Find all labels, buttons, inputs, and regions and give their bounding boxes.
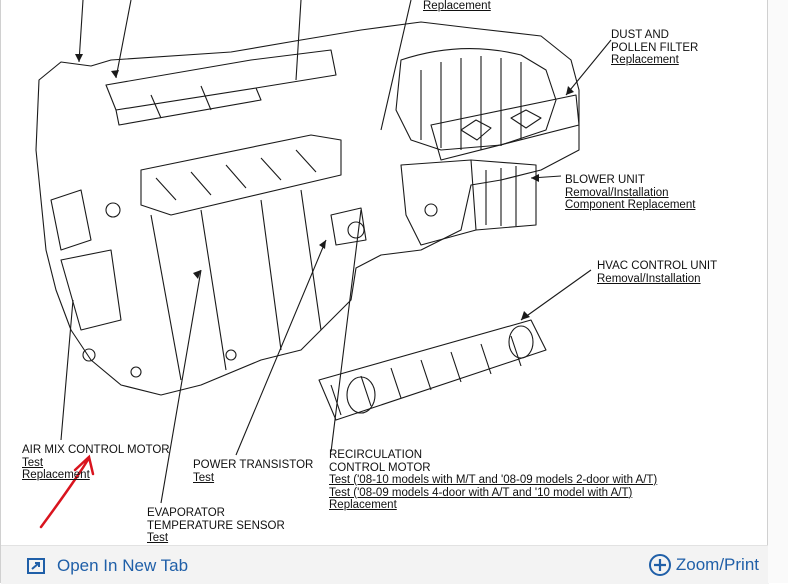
dust-filter-replacement-link[interactable]: Replacement <box>611 54 679 66</box>
zoom-print-label: Zoom/Print <box>675 555 759 574</box>
right-gutter <box>768 0 788 583</box>
diagram-frame: Replacement DUST AND POLLEN FILTER Repla… <box>0 0 769 584</box>
evap-sensor-label: EVAPORATOR TEMPERATURE SENSOR Test <box>147 507 285 544</box>
evap-test-link[interactable]: Test <box>147 532 169 544</box>
hvac-control-unit <box>318 319 547 421</box>
diagram-footer: Open In New Tab Zoom/Print <box>1 545 769 584</box>
hvac-removal-link[interactable]: Removal/Installation <box>597 272 701 285</box>
air-mix-replacement-link[interactable]: Replacement <box>22 469 90 481</box>
filter-frame <box>430 94 580 161</box>
air-mix-test-link[interactable]: Test <box>22 456 44 469</box>
power-transistor-label: POWER TRANSISTOR Test <box>193 459 314 484</box>
blower-component-link[interactable]: Component Replacement <box>565 199 696 211</box>
top-replacement-link[interactable]: Replacement <box>423 0 491 12</box>
leader-lines <box>60 0 612 504</box>
heater-case-outline <box>35 21 580 396</box>
air-mix-label: AIR MIX CONTROL MOTOR Test Replacement <box>22 444 170 481</box>
recirc-label: RECIRCULATION CONTROL MOTOR Test ('08-10… <box>329 449 658 511</box>
zoom-print-button[interactable]: Zoom/Print <box>648 553 759 577</box>
power-transistor-test-link[interactable]: Test <box>193 471 215 484</box>
power-transistor <box>330 207 367 246</box>
hvac-control-label: HVAC CONTROL UNIT Removal/Installation <box>597 260 718 285</box>
open-new-tab-label: Open In New Tab <box>57 556 189 575</box>
recirc-test2-link[interactable]: Test ('08-09 models 4-door with A/T and … <box>329 486 633 499</box>
recirc-test1-link[interactable]: Test ('08-10 models with M/T and '08-09 … <box>329 474 658 486</box>
blower-housing <box>395 48 557 151</box>
evaporator-box <box>140 134 342 216</box>
red-annotation-arrow <box>39 454 95 529</box>
dust-filter-label: DUST AND POLLEN FILTER Replacement <box>611 29 699 66</box>
zoom-plus-icon <box>648 554 671 576</box>
open-new-tab-button[interactable]: Open In New Tab <box>27 554 188 578</box>
blower-removal-link[interactable]: Removal/Installation <box>565 186 669 199</box>
top-duct <box>105 49 337 111</box>
hvac-unit-diagram <box>35 0 612 529</box>
open-external-icon <box>27 558 45 574</box>
blower-unit-label: BLOWER UNIT Removal/Installation Compone… <box>565 174 696 211</box>
recirc-replacement-link[interactable]: Replacement <box>329 499 397 511</box>
